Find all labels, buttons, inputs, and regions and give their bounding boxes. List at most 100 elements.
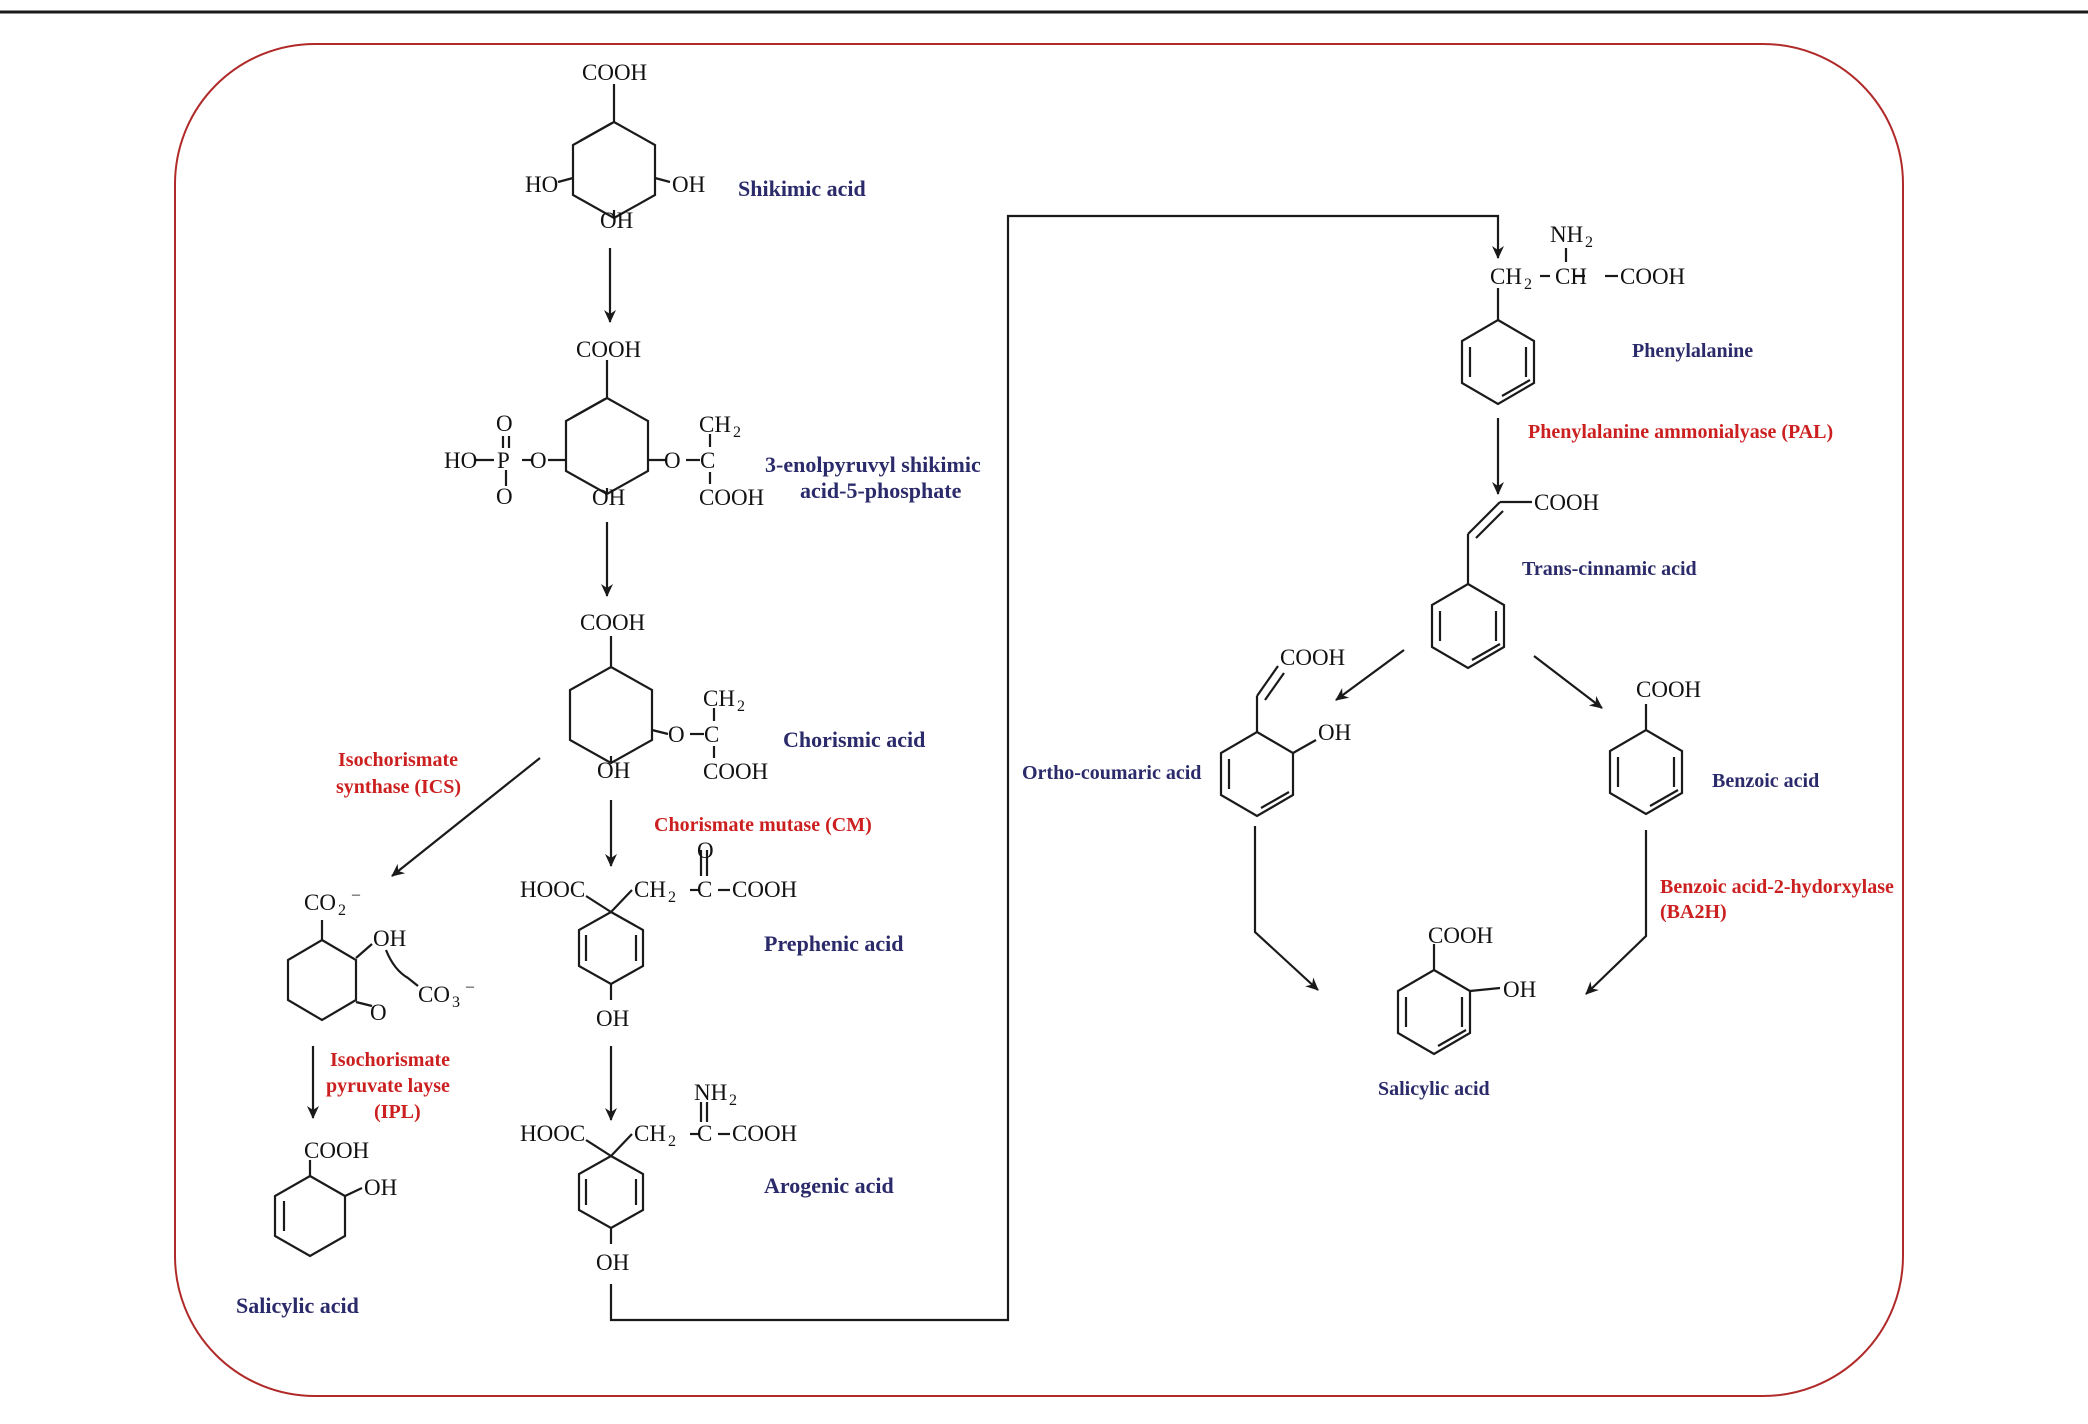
group-o: O [530, 448, 547, 473]
ortho-coumaric-acid-structure: COOH OH [1219, 645, 1351, 818]
enzyme-pal: Phenylalanine ammonialyase (PAL) [1528, 421, 1833, 443]
group-co3: CO [418, 982, 450, 1007]
group-o: O [370, 1000, 387, 1025]
enzyme-cm: Chorismate mutase (CM) [654, 814, 872, 836]
group-hooc: HOOC [520, 1121, 585, 1146]
subscript-2: 2 [1524, 276, 1532, 293]
label-enolpyruvyl-line2: acid-5-phosphate [800, 478, 962, 503]
group-hooc: HOOC [520, 877, 585, 902]
group-oh: OH [373, 926, 406, 951]
group-cooh: COOH [582, 60, 647, 85]
subscript-2: 2 [1585, 234, 1593, 251]
label-enolpyruvyl-line1: 3-enolpyruvyl shikimic [765, 452, 981, 477]
isochorismate-pyruvate-structure: CO 2 – OH CO 3 – O [286, 886, 475, 1025]
chorismic-acid-structure: COOH O C CH 2 COOH OH [568, 610, 768, 784]
enzyme-ba2h-line2: (BA2H) [1660, 901, 1727, 923]
group-o: O [668, 722, 685, 747]
pathway-frame [174, 43, 1904, 1397]
group-cooh: COOH [732, 877, 797, 902]
group-ch2: CH [703, 686, 735, 711]
group-oh: OH [672, 172, 705, 197]
group-oh: OH [597, 758, 630, 783]
group-cooh: COOH [1428, 923, 1493, 948]
enzyme-ba2h-line1: Benzoic acid-2-hydorxylase [1660, 876, 1894, 898]
enzyme-ipl-line3: (IPL) [374, 1101, 421, 1123]
benzoic-acid-structure: COOH [1608, 677, 1701, 816]
group-ch2: CH [634, 877, 666, 902]
group-o: O [496, 484, 513, 509]
label-benzoic-acid: Benzoic acid [1712, 770, 1819, 792]
group-c: C [697, 1121, 712, 1146]
salicylic-acid-left-structure: COOH OH [273, 1138, 397, 1258]
enolpyruvyl-shikimate-structure: COOH O HO P O O OH O C CH 2 COOH [444, 337, 764, 510]
group-c: C [697, 877, 712, 902]
group-ch2: CH [1490, 264, 1522, 289]
subscript-2: 2 [668, 889, 676, 906]
arrow-cinnamic-to-coumaric [1335, 649, 1405, 701]
group-ch2: CH [699, 412, 731, 437]
subscript-2: 2 [733, 424, 741, 441]
group-cooh: COOH [1534, 490, 1599, 515]
group-oh: OH [1318, 720, 1351, 745]
group-cooh: COOH [703, 759, 768, 784]
group-co2: CO [304, 890, 336, 915]
arrow-chorismic-to-isochorismate [391, 757, 541, 877]
connector-arogenic-to-phenylalanine [609, 214, 1504, 1322]
group-cooh: COOH [576, 337, 641, 362]
group-nh2: NH [694, 1080, 727, 1105]
group-nh2: NH [1550, 222, 1583, 247]
label-arogenic-acid: Arogenic acid [764, 1173, 894, 1198]
group-ch: CH [1555, 264, 1587, 289]
label-shikimic-acid: Shikimic acid [738, 176, 866, 201]
group-oh: OH [600, 208, 633, 233]
salicylic-acid-right-structure: COOH OH [1396, 923, 1536, 1056]
group-oh: OH [592, 485, 625, 510]
phenylalanine-structure: CH 2 CH COOH NH 2 [1460, 222, 1685, 406]
subscript-2: 2 [729, 1092, 737, 1109]
group-o: O [664, 448, 681, 473]
group-oh: OH [1503, 977, 1536, 1002]
label-salicylic-acid-right: Salicylic acid [1378, 1078, 1490, 1100]
group-cooh: COOH [580, 610, 645, 635]
enzyme-ipl-line1: Isochorismate [330, 1049, 450, 1071]
group-p: P [497, 448, 510, 473]
charge-minus: – [465, 978, 475, 995]
group-ho: HO [444, 448, 477, 473]
enzyme-ics-line2: synthase (ICS) [336, 776, 461, 798]
group-c: C [704, 722, 719, 747]
subscript-2: 2 [668, 1133, 676, 1150]
arogenic-acid-structure: HOOC CH 2 C NH 2 COOH OH [520, 1080, 797, 1275]
group-oh: OH [596, 1250, 629, 1275]
group-cooh: COOH [699, 485, 764, 510]
label-trans-cinnamic-acid: Trans-cinnamic acid [1522, 558, 1697, 580]
group-o: O [697, 838, 714, 863]
group-cooh: COOH [1280, 645, 1345, 670]
group-cooh: COOH [1620, 264, 1685, 289]
label-phenylalanine: Phenylalanine [1632, 340, 1753, 362]
enzyme-ipl-line2: pyruvate layse [326, 1075, 450, 1097]
charge-minus: – [351, 886, 361, 903]
label-salicylic-acid-left: Salicylic acid [236, 1293, 359, 1318]
group-ho: HO [525, 172, 558, 197]
label-ortho-coumaric-acid: Ortho-coumaric acid [1022, 762, 1201, 784]
shikimic-acid-structure: COOH HO OH OH [525, 60, 705, 233]
group-cooh: COOH [304, 1138, 369, 1163]
group-oh: OH [364, 1175, 397, 1200]
subscript-2: 2 [338, 902, 346, 919]
arrow-cinnamic-to-benzoic [1533, 655, 1603, 709]
label-chorismic-acid: Chorismic acid [783, 727, 925, 752]
subscript-3: 3 [452, 994, 460, 1011]
subscript-2: 2 [737, 698, 745, 715]
group-c: C [700, 448, 715, 473]
trans-cinnamic-acid-structure: COOH [1430, 490, 1599, 670]
group-ch2: CH [634, 1121, 666, 1146]
label-prephenic-acid: Prephenic acid [764, 931, 904, 956]
group-oh: OH [596, 1006, 629, 1031]
prephenic-acid-structure: HOOC CH 2 C O COOH OH [520, 838, 797, 1031]
group-cooh: COOH [1636, 677, 1701, 702]
group-cooh: COOH [732, 1121, 797, 1146]
group-o: O [496, 411, 513, 436]
enzyme-ics-line1: Isochorismate [338, 749, 458, 771]
